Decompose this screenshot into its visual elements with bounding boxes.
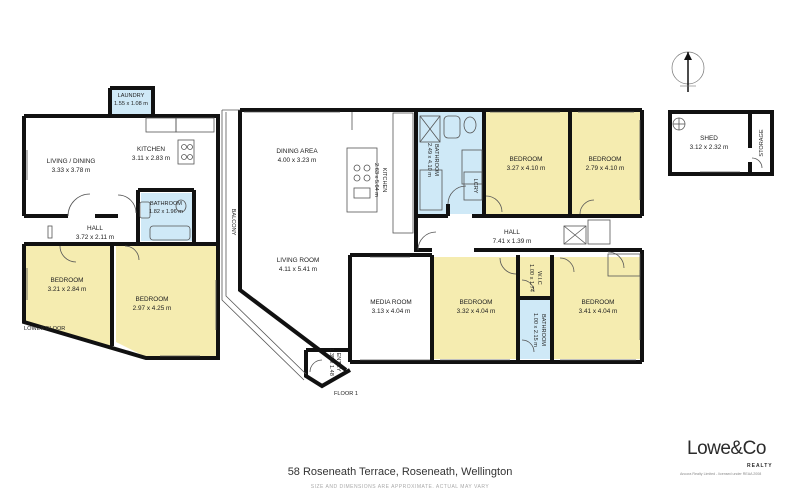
living-dining-label: LIVING / DINING [47, 158, 96, 165]
room-labels: LAUNDRY 1.55 x 1.08 m LIVING / DINING 3.… [24, 93, 765, 397]
bedroom-upper-4-label: BEDROOM [581, 299, 614, 306]
living-room-label: LIVING ROOM [277, 257, 320, 264]
hall-lower-dims: 3.72 x 2.11 m [76, 234, 114, 241]
brand-subtitle: REALTY [747, 463, 773, 469]
bedroom-upper-4-room [554, 257, 642, 359]
kitchen-lower-label: KITCHEN [137, 146, 165, 153]
hall-upper-dims: 7.41 x 1.39 m [493, 238, 532, 245]
upper-floor-walls [238, 108, 644, 389]
bedroom-lower-2-room [116, 246, 218, 358]
dining-area-label: DINING AREA [276, 148, 318, 155]
bedroom-upper-3-dims: 3.32 x 4.04 m [457, 308, 496, 315]
kitchen-upper-label: KITCHEN [381, 168, 387, 193]
bedroom-upper-4-dims: 3.41 x 4.04 m [579, 308, 618, 315]
disclaimer-text: SIZE AND DIMENSIONS ARE APPROXIMATE. ACT… [310, 484, 490, 490]
bedroom-upper-2-room [572, 112, 640, 214]
licence-text: Ancora Realty Limited - licensed under R… [680, 472, 762, 476]
shed-building [668, 110, 774, 176]
bedroom-lower-1-label: BEDROOM [50, 277, 83, 284]
balcony-label: BALCONY [230, 209, 236, 236]
bedroom-upper-3-label: BEDROOM [459, 299, 492, 306]
bedroom-upper-1-label: BEDROOM [509, 156, 542, 163]
entry-dims: 1.35 x 1.48 [328, 348, 334, 376]
laundry-room [110, 88, 153, 116]
bathroom-upper-dims: 2.49 x 4.10 m [426, 143, 432, 177]
bathroom-ensuite-label: BATHROOM [540, 314, 546, 346]
living-dining-dims: 3.33 x 3.78 m [52, 167, 91, 174]
lower-floor-fixtures [26, 117, 217, 357]
hall-lower-label: HALL [87, 225, 103, 232]
bedroom-upper-3-room [434, 257, 516, 359]
shed-label: SHED [700, 135, 718, 142]
bedroom-lower-2-label: BEDROOM [135, 296, 168, 303]
media-room-dims: 3.13 x 4.04 m [372, 308, 411, 315]
lower-floor-caption: LOWER FLOOR [24, 326, 65, 332]
dining-area-dims: 4.00 x 3.23 m [278, 157, 317, 164]
brand-logo: Lowe&Co [687, 438, 766, 459]
lower-floor [22, 86, 220, 360]
wic-dims: 1.00 x 1.74 [528, 264, 534, 292]
entry-label: ENTRY [335, 353, 341, 372]
lcry-label: LCRY [472, 179, 478, 194]
hall-upper-label: HALL [504, 229, 520, 236]
kitchen-lower-dims: 3.11 x 2.83 m [132, 155, 170, 162]
bedroom-lower-1-dims: 3.21 x 2.84 m [48, 286, 87, 293]
storage-room [752, 114, 770, 172]
bedroom-upper-2-dims: 2.79 x 4.10 m [586, 165, 625, 172]
kitchen-upper-dims: 2.63 x 5.64 m [373, 163, 379, 197]
bathroom-lower-dims: 1.82 x 1.96 m [149, 209, 183, 215]
bedroom-upper-1-dims: 3.27 x 4.10 m [507, 165, 546, 172]
north-arrow-icon [671, 51, 705, 92]
property-address: 58 Roseneath Terrace, Roseneath, Welling… [287, 466, 513, 478]
bathroom-ensuite-room [520, 300, 550, 359]
bedroom-lower-1-room [26, 246, 112, 350]
wic-label: W.I.C [536, 271, 542, 285]
lower-floor-walls [22, 86, 220, 360]
upper-floor [221, 108, 644, 389]
living-room-dims: 4.11 x 5.41 m [279, 266, 317, 273]
storage-label: STORAGE [759, 129, 765, 157]
laundry-dims: 1.55 x 1.08 m [114, 101, 148, 107]
upper-floor-fixtures [221, 109, 641, 381]
bedroom-lower-2-dims: 2.97 x 4.25 m [133, 305, 172, 312]
shed-dims: 3.12 x 2.32 m [690, 144, 729, 151]
bedroom-upper-1-room [486, 112, 568, 214]
wic-room [520, 257, 550, 297]
bedroom-upper-2-label: BEDROOM [588, 156, 621, 163]
laundry-label: LAUNDRY [118, 93, 145, 99]
upper-floor-caption: FLOOR 1 [334, 391, 358, 397]
bathroom-lower-label: BATHROOM [150, 201, 182, 207]
media-room-label: MEDIA ROOM [370, 299, 412, 306]
bathroom-upper-room [418, 112, 482, 214]
bathroom-upper-label: BATHROOM [433, 144, 439, 176]
bathroom-ensuite-dims: 1.00 x 2.15 m [532, 313, 538, 347]
